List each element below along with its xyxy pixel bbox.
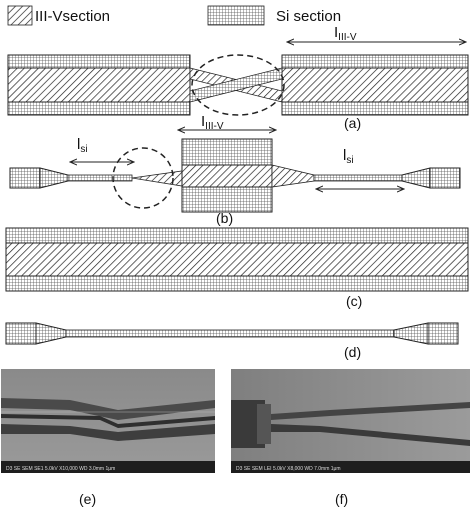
panel-a-diagram: IIII-V (a) — [7, 24, 469, 131]
panel-b-si-left-label: lsi — [77, 136, 88, 155]
legend-si-label: Si section — [276, 8, 341, 25]
sem-f-block-edge — [257, 404, 271, 444]
panel-c-diagram: (c) — [5, 227, 469, 309]
sem-e-info-bar — [1, 461, 215, 473]
sem-f-lower-taper — [271, 424, 470, 446]
sem-f-info-bar — [231, 461, 470, 473]
panel-b-left-iii-v-tip — [131, 170, 183, 187]
sem-e-info-text: D3 SE SEM SE1 5.0kV X10,000 WD 3.0mm 1μm — [6, 466, 115, 472]
sem-e-upper-guide — [1, 398, 215, 420]
panel-b-iii-v-length-label: IIII-V — [201, 113, 224, 132]
panel-a-length-label: IIII-V — [334, 24, 357, 43]
panel-b-right-pad — [429, 167, 461, 189]
panel-f-caption: (f) — [335, 491, 348, 507]
panel-b-si-right-label: lsi — [343, 147, 354, 166]
panel-a-right-iii-v — [281, 67, 469, 103]
legend: III-Vsection Si section — [7, 5, 341, 26]
sem-e-central-rib — [1, 414, 215, 428]
panel-d-right-pad — [427, 322, 459, 345]
panel-b-left-waveguide — [67, 174, 133, 182]
panel-a-taper-up — [189, 67, 283, 103]
sem-f-upper-waveguide — [271, 402, 470, 420]
panel-a-highlight-circle — [191, 54, 285, 116]
panel-d-caption: (d) — [344, 344, 361, 360]
panel-d-left-pad — [5, 322, 37, 345]
panel-b-left-taper — [39, 167, 69, 189]
panel-d-right-taper — [393, 322, 429, 345]
legend-iii-v-swatch — [7, 5, 33, 26]
panel-d-waveguide — [65, 329, 395, 338]
panel-b-right-taper — [401, 167, 431, 189]
panel-c-caption: (c) — [346, 293, 362, 309]
panel-b-right-waveguide — [313, 174, 403, 182]
panel-e-caption: (e) — [79, 491, 96, 507]
panel-d-left-taper — [35, 322, 67, 345]
panel-c-iii-v-layer — [5, 242, 469, 277]
sem-e-lower-guide — [1, 424, 215, 441]
panel-a-left-iii-v — [7, 67, 191, 103]
sem-f-info-text: D3 SE SEM LEI 5.0kV X8,000 WD 7.0mm 1μm — [236, 466, 341, 472]
panel-b-center-iii-v — [181, 164, 273, 188]
panel-b-diagram: IIII-V lsi lsi (b) — [9, 113, 461, 226]
legend-si-swatch — [207, 5, 265, 26]
panel-b-caption: (b) — [216, 210, 233, 226]
panel-a-caption: (a) — [344, 115, 361, 131]
panel-b-right-iii-v-taper — [271, 164, 315, 188]
legend-iii-v-label: III-Vsection — [35, 8, 110, 25]
panel-b-left-pad — [9, 167, 41, 189]
panel-b-highlight-circle — [112, 147, 174, 209]
panel-d-diagram: (d) — [5, 322, 459, 360]
sem-image-e: D3 SE SEM SE1 5.0kV X10,000 WD 3.0mm 1μm… — [1, 369, 215, 507]
sem-image-f: D3 SE SEM LEI 5.0kV X8,000 WD 7.0mm 1μm … — [231, 369, 470, 507]
